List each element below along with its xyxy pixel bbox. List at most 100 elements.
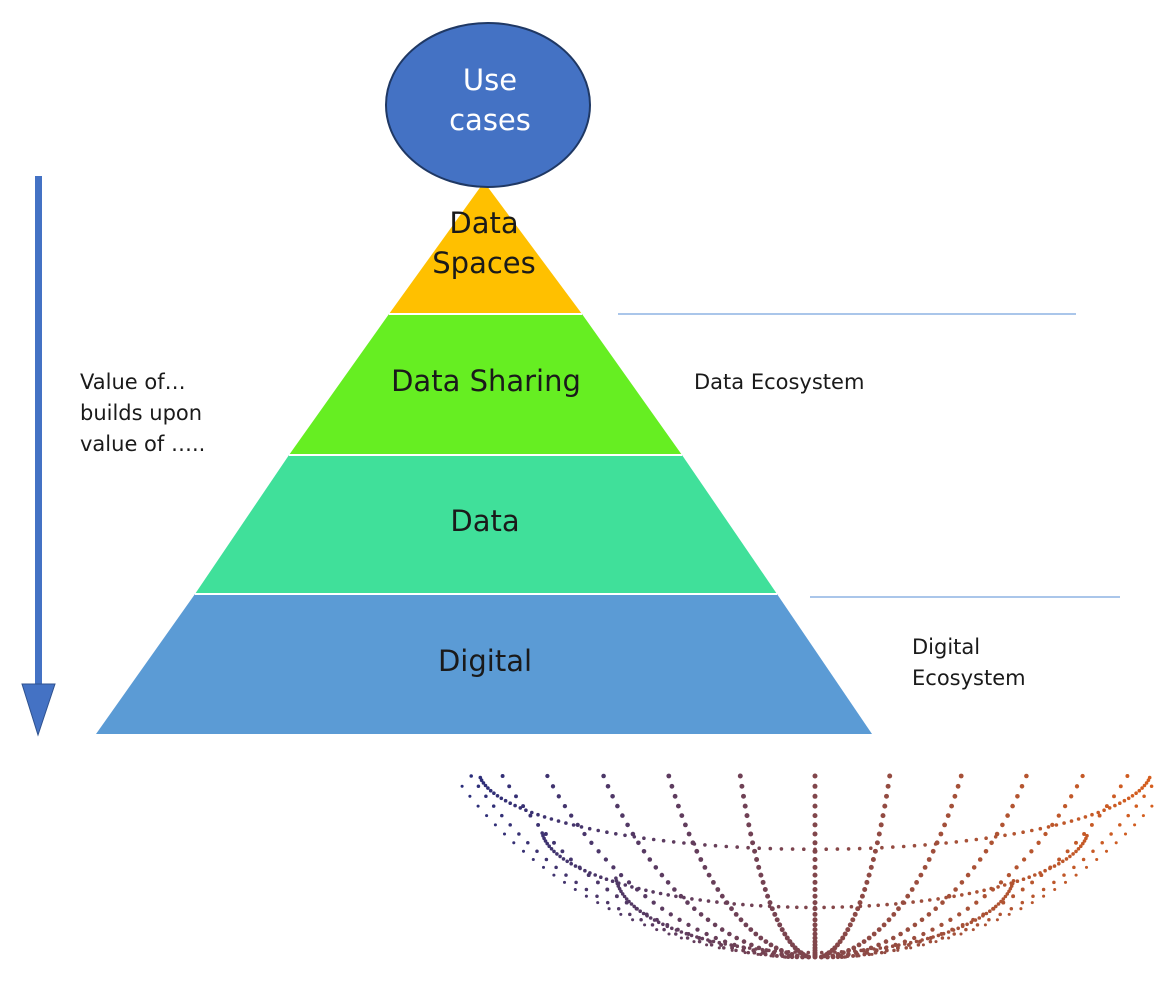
sphere-dot — [989, 886, 993, 891]
sphere-dot — [641, 911, 646, 916]
sphere-dot — [648, 916, 653, 920]
sphere-dot — [942, 822, 948, 828]
sphere-dot — [679, 930, 684, 934]
sphere-dot — [1074, 873, 1078, 877]
sphere-dot — [835, 847, 840, 851]
sphere-dot — [730, 945, 735, 950]
sphere-dot — [632, 904, 636, 909]
sphere-dot — [517, 832, 521, 836]
sphere-dot — [579, 825, 584, 829]
sphere-dot — [723, 942, 727, 946]
sphere-dot — [870, 952, 874, 956]
sphere-dot — [746, 950, 751, 955]
sphere-dot — [638, 909, 642, 913]
sphere-dot — [909, 887, 915, 892]
tier-data-sharing — [289, 314, 682, 455]
sphere-dot — [874, 840, 880, 846]
sphere-dot — [623, 833, 627, 838]
sphere-dot — [488, 788, 493, 793]
sphere-dot — [709, 943, 714, 947]
sphere-dot — [878, 946, 883, 950]
sphere-dot — [741, 902, 745, 907]
sphere-dot — [914, 939, 919, 944]
sphere-dot — [806, 950, 811, 955]
sphere-dot — [650, 923, 655, 927]
sphere-dot — [989, 840, 994, 846]
sphere-dot — [593, 873, 597, 877]
sphere-dot — [871, 931, 877, 937]
sphere-dot — [670, 926, 674, 931]
sphere-dot — [855, 906, 861, 912]
sphere-dot — [894, 902, 898, 906]
use-cases-line1: Use — [462, 63, 518, 97]
sphere-dot — [713, 843, 718, 848]
sphere-dot — [905, 893, 911, 899]
sphere-dot — [830, 954, 836, 960]
sphere-dot — [849, 904, 854, 909]
sphere-dot — [959, 880, 965, 885]
sphere-dot — [1142, 783, 1147, 788]
sphere-dot — [897, 943, 901, 947]
sphere-dot — [1021, 830, 1025, 834]
sphere-dot — [1029, 849, 1034, 854]
sphere-dot — [582, 831, 587, 837]
sphere-dot — [1061, 859, 1065, 864]
sphere-dot — [884, 945, 889, 949]
sphere-dot — [987, 918, 991, 922]
sphere-dot — [1003, 894, 1008, 899]
sphere-dot — [628, 912, 632, 917]
sphere-dot — [1054, 823, 1059, 827]
sphere-dot — [1076, 847, 1081, 851]
sphere-dot — [632, 835, 637, 839]
sphere-dot — [833, 950, 837, 954]
sphere-dot — [812, 935, 818, 941]
sphere-dot — [552, 849, 556, 854]
sphere-dot — [706, 899, 711, 903]
sphere-dot — [919, 899, 924, 903]
sphere-dot — [665, 924, 670, 929]
sphere-dot — [1107, 806, 1112, 810]
sphere-dot — [984, 836, 988, 840]
sphere-dot — [757, 846, 761, 850]
sphere-dot — [795, 905, 799, 910]
sphere-dot — [773, 949, 778, 953]
sphere-dot — [826, 950, 831, 955]
sphere-dot — [895, 945, 900, 950]
sphere-dot — [965, 872, 971, 878]
sphere-dot — [999, 899, 1003, 904]
sphere-dot — [865, 947, 870, 952]
sphere-dot — [812, 857, 818, 862]
sphere-dot — [1063, 880, 1068, 884]
sphere-dot — [1003, 833, 1007, 838]
sphere-dot — [876, 903, 880, 908]
sphere-dot — [1147, 775, 1152, 780]
sphere-dot — [744, 813, 750, 819]
use-cases-label: Use cases — [449, 60, 531, 140]
sphere-dot — [758, 935, 764, 941]
sphere-dot — [959, 932, 963, 936]
sphere-dot — [1005, 813, 1010, 818]
sphere-dot — [1062, 873, 1066, 877]
sphere-dot — [812, 822, 818, 828]
sphere-dot — [840, 905, 845, 909]
sphere-dot — [891, 935, 896, 941]
sphere-dot — [998, 880, 1004, 885]
sphere-dot — [780, 949, 784, 954]
sphere-dot — [616, 906, 621, 911]
sphere-dot — [812, 831, 818, 837]
sphere-dot — [549, 847, 554, 851]
sphere-dot — [1089, 822, 1094, 827]
sphere-dot — [1071, 852, 1075, 856]
sphere-dot — [604, 877, 609, 881]
sphere-dot — [476, 804, 480, 808]
sphere-dot — [715, 887, 721, 892]
sphere-dot — [786, 950, 791, 954]
sphere-dot — [493, 823, 497, 827]
sphere-dot — [1052, 864, 1057, 868]
sphere-dot — [711, 939, 716, 944]
sphere-dot — [789, 951, 795, 957]
sphere-dot — [857, 954, 861, 958]
sphere-dot — [485, 814, 489, 818]
sphere-dot — [479, 778, 484, 782]
sphere-dot — [758, 872, 764, 878]
